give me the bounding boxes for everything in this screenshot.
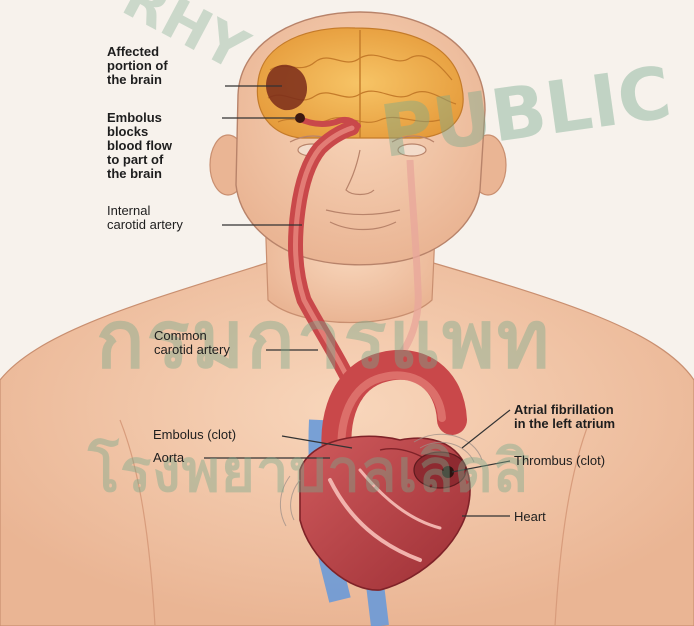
label-affected-portion: Affected portion of the brain — [107, 45, 168, 87]
embolus-in-brain — [295, 113, 305, 123]
label-embolus-blocks: Embolus blocks blood flow to part of the… — [107, 111, 172, 181]
label-internal-carotid: Internal carotid artery — [107, 204, 183, 232]
label-heart: Heart — [514, 510, 546, 524]
label-atrial-fibrillation: Atrial fibrillation in the left atrium — [514, 403, 615, 431]
label-common-carotid: Common carotid artery — [154, 329, 230, 357]
label-thrombus: Thrombus (clot) — [514, 454, 605, 468]
label-embolus-clot: Embolus (clot) — [153, 428, 236, 442]
label-aorta: Aorta — [153, 451, 184, 465]
